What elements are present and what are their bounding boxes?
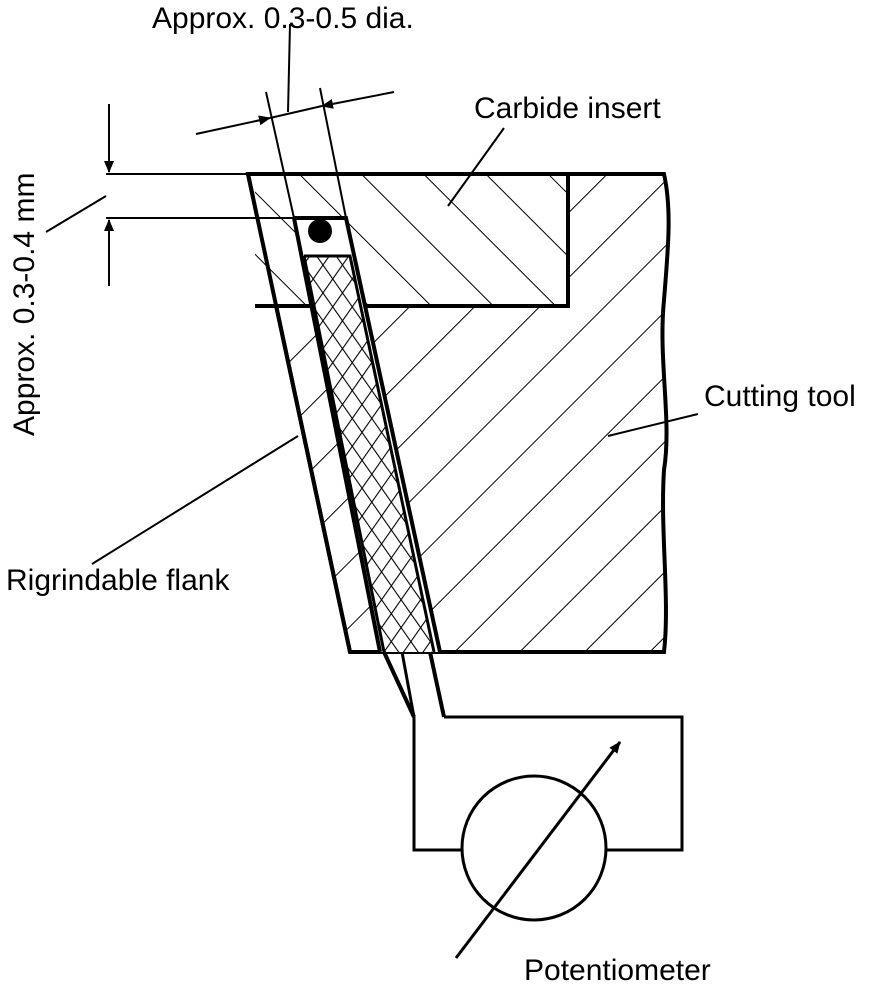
cutting-tool-label: Cutting tool	[704, 380, 856, 413]
thermocouple-wire	[292, 216, 442, 653]
diameter-dimension	[195, 23, 395, 219]
depth-label: Approx. 0.3-0.4 mm	[8, 173, 41, 436]
diameter-label: Approx. 0.3-0.5 dia.	[152, 2, 414, 35]
flank-label: Rigrindable flank	[6, 564, 230, 597]
tool-leader	[607, 413, 699, 437]
depth-dimension	[45, 104, 294, 286]
carbide-leader	[447, 127, 505, 207]
lead-wires	[382, 651, 446, 718]
potentiometer-arrow	[454, 741, 622, 959]
potentiometer-circuit	[412, 715, 684, 959]
potentiometer-symbol	[460, 774, 608, 922]
flank-leader	[91, 435, 299, 565]
carbide-insert-label: Carbide insert	[474, 92, 661, 125]
potentiometer-label: Potentiometer	[524, 954, 711, 987]
regrindable-flank-edge	[246, 173, 352, 653]
